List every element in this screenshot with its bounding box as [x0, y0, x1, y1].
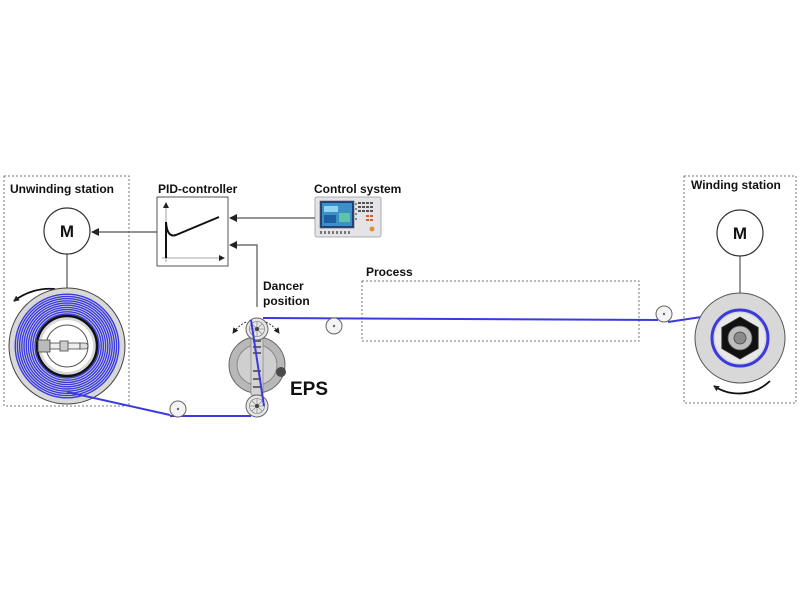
unwinding-station-frame — [3, 175, 130, 407]
process-frame[interactable] — [361, 280, 640, 342]
winding-motor[interactable]: M — [716, 209, 764, 293]
web-coils — [14, 293, 120, 399]
unwinding-motor[interactable]: M — [43, 207, 91, 288]
web-coil — [16, 295, 118, 397]
dancer-eps: EPS — [228, 317, 328, 418]
unwinding-motor-label: M — [60, 222, 74, 241]
process: Process — [361, 265, 640, 342]
dancer-roller-top-icon — [245, 317, 269, 341]
dancer-knob-icon[interactable] — [276, 367, 286, 377]
web-coil — [18, 297, 116, 395]
web-coil — [25, 304, 109, 388]
idler-roller-icon — [169, 400, 187, 418]
web-coil — [29, 308, 105, 384]
rewind-roll-icon — [694, 292, 786, 384]
rotation-cw-arrow-icon — [713, 380, 771, 395]
process-title: Process — [366, 265, 413, 279]
pid-controller: PID-controller — [156, 182, 238, 267]
winding-station: Winding station M — [683, 175, 797, 404]
dancer-position-label-line1: Dancer — [263, 279, 304, 293]
motor-circle-icon — [716, 209, 764, 257]
idler-roller-icon — [325, 317, 343, 335]
web-coil — [23, 302, 111, 390]
web-coil — [14, 293, 120, 399]
swing-right-arrow-icon — [265, 321, 280, 334]
dancer-roller-bottom-icon — [245, 394, 269, 418]
motor-circle-icon — [43, 207, 91, 255]
eps-label: EPS — [290, 379, 328, 400]
web-coil — [34, 313, 100, 379]
web-segment-dancer-front — [250, 319, 265, 407]
winding-motor-label: M — [733, 224, 747, 243]
dancer-to-pid-arrow — [229, 241, 258, 307]
pid-controller-title: PID-controller — [158, 182, 238, 196]
winding-station-frame — [683, 175, 797, 404]
unwinding-station-title: Unwinding station — [10, 182, 114, 196]
web-path — [66, 312, 729, 417]
swing-left-arrow-icon — [232, 321, 247, 334]
pid-response-curve — [165, 216, 220, 258]
dancer-position-label-line2: position — [263, 294, 310, 308]
web-coil — [21, 300, 113, 392]
idler-roller-icon — [655, 305, 673, 323]
control-system-title: Control system — [314, 182, 401, 196]
unwinding-station: Unwinding station M — [3, 175, 130, 407]
web-coil — [32, 311, 102, 381]
operator-panel-icon[interactable] — [314, 196, 382, 238]
rotation-ccw-arrow-icon — [13, 287, 56, 302]
unwind-roll-icon — [8, 287, 126, 405]
web-coil — [27, 306, 107, 386]
web-segment-process — [262, 317, 659, 321]
winding-station-title: Winding station — [691, 178, 781, 192]
web-segment-unwind-to-idler — [66, 391, 171, 416]
control-system: Control system — [314, 182, 401, 238]
